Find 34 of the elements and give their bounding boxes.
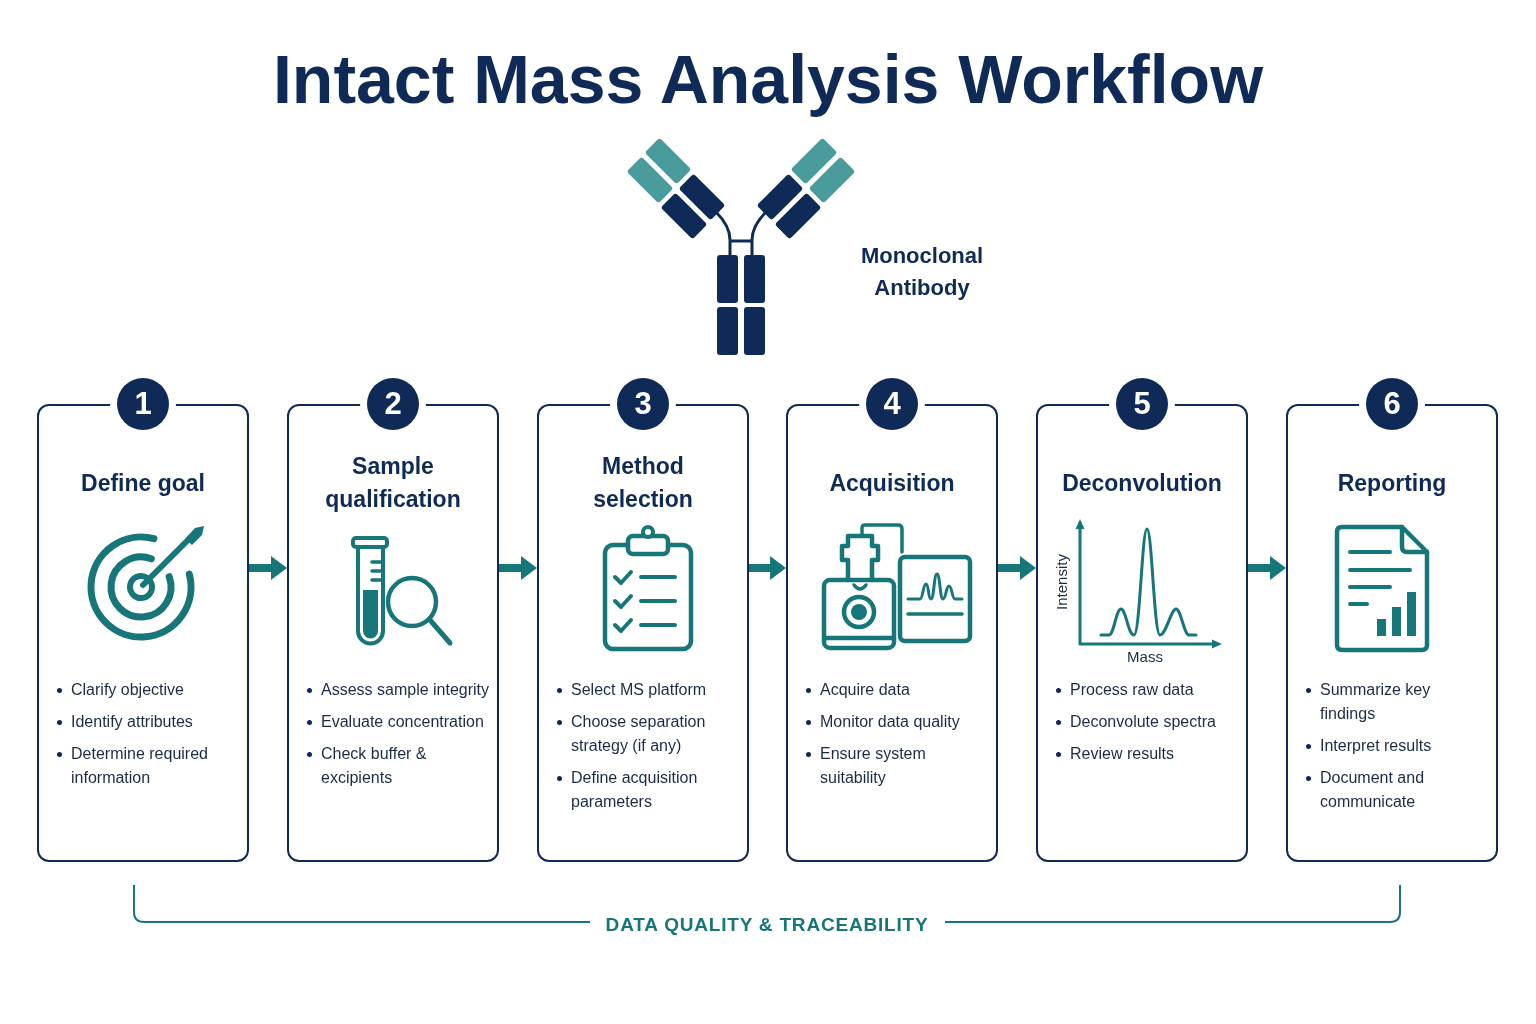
bullet-item: Select MS platform <box>557 678 745 702</box>
bullet-item: Review results <box>1056 742 1244 766</box>
bullet-item: Clarify objective <box>57 678 245 702</box>
bullet-item: Identify attributes <box>57 710 245 734</box>
bullet-item: Interpret results <box>1306 734 1456 758</box>
step-heading: Reporting <box>1337 468 1447 498</box>
diagram-title: Intact Mass Analysis Workflow <box>272 42 1264 117</box>
bullet-item: Summarize key findings <box>1306 678 1456 726</box>
bullet-item: Monitor data quality <box>806 710 994 734</box>
bullet-item: Assess sample integrity <box>307 678 495 702</box>
bullet-item: Define acquisition parameters <box>557 766 745 814</box>
step-heading: Define goal <box>81 468 205 498</box>
step-heading: Acquisition <box>829 468 955 498</box>
arrow <box>249 556 287 580</box>
bullet-item: Ensure system suitability <box>806 742 994 790</box>
step-heading: Deconvolution <box>1062 468 1222 498</box>
bullet-item: Determine required information <box>57 742 245 790</box>
arrow <box>1248 556 1286 580</box>
bullet-item: Evaluate concentration <box>307 710 495 734</box>
bullet-item: Deconvolute spectra <box>1056 710 1244 734</box>
arrow <box>998 556 1036 580</box>
bullet-item: Check buffer & excipients <box>307 742 495 790</box>
arrow <box>499 556 537 580</box>
axis-label: Intensity <box>1052 554 1070 610</box>
bullet-item: Acquire data <box>806 678 994 702</box>
step-heading: Method selection <box>592 452 694 514</box>
axis-label: Mass <box>1127 648 1163 665</box>
step-heading: Sample qualification <box>324 452 462 514</box>
bullet-item: Choose separation strategy (if any) <box>557 710 745 758</box>
bracket-label: DATA QUALITY & TRACEABILITY <box>605 914 929 936</box>
bullet-item: Document and communicate <box>1306 766 1456 814</box>
bullet-item: Process raw data <box>1056 678 1244 702</box>
arrow <box>749 556 786 580</box>
illustration-caption: Monoclonal Antibody <box>859 242 985 302</box>
